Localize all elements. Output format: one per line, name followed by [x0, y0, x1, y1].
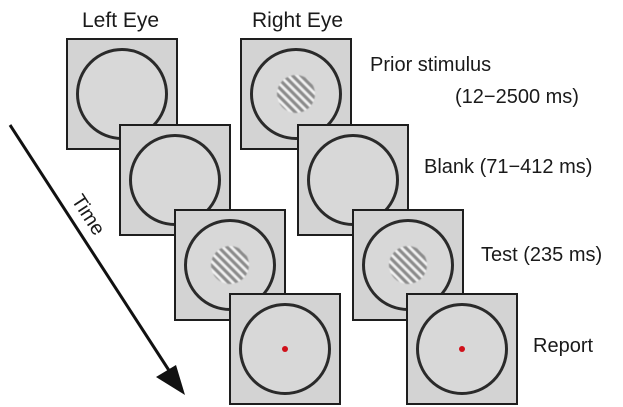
condition-label-blank: Blank (71−412 ms): [424, 156, 593, 178]
condition-label-test: Test (235 ms): [481, 244, 603, 266]
grating-stimulus: [277, 75, 315, 113]
fixation-dot: [459, 346, 465, 352]
condition-label-prior: Prior stimulus: [370, 54, 492, 76]
right-eye-header: Right Eye: [252, 9, 344, 32]
time-label: Time: [67, 191, 109, 240]
grating-stimulus: [211, 246, 249, 284]
time-arrow-head: [156, 365, 185, 395]
grating-stimulus: [389, 246, 427, 284]
panel-report-right: [406, 293, 518, 405]
fixation-dot: [282, 346, 288, 352]
panel-report-left: [229, 293, 341, 405]
left-eye-header: Left Eye: [82, 9, 160, 32]
condition-label-report: Report: [533, 335, 594, 357]
time-arrow-shaft: [8, 124, 172, 373]
condition-duration-prior: (12−2500 ms): [455, 86, 579, 108]
